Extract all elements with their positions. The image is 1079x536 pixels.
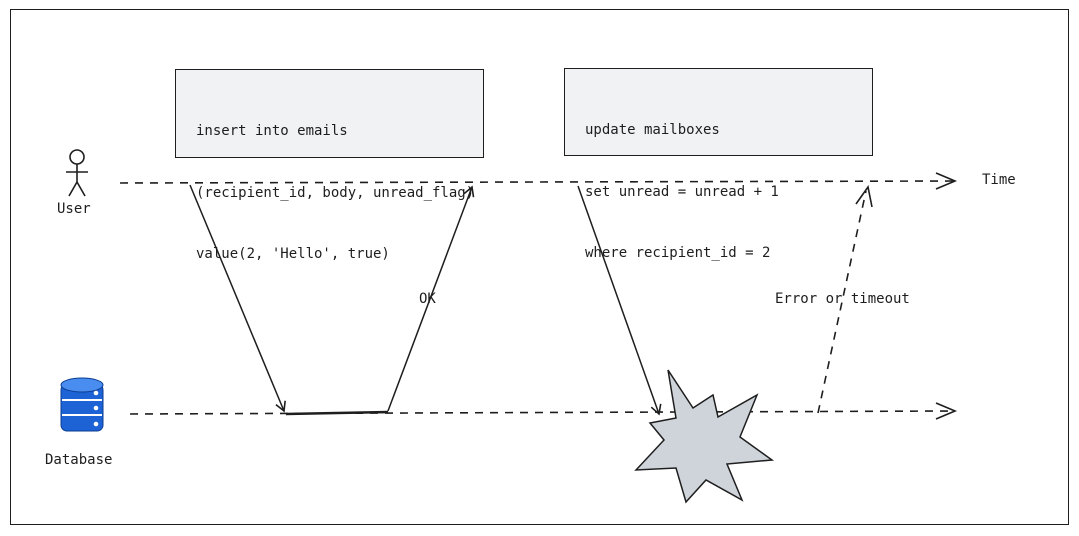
- database-icon: [60, 377, 104, 432]
- diagram-frame: [10, 9, 1069, 525]
- insert-sql-line: (recipient_id, body, unread_flag): [196, 184, 475, 201]
- crash-burst-icon: [634, 369, 775, 504]
- time-axis-label: Time: [982, 172, 1016, 188]
- database-timeline-arrowhead: [935, 402, 958, 420]
- database-timeline: [129, 410, 956, 415]
- insert-sql-line: value(2, 'Hello', true): [196, 246, 390, 262]
- update-sql-box: update mailboxes set unread = unread + 1…: [564, 68, 873, 261]
- user-timeline: [119, 180, 956, 184]
- insert-sql-line: insert into emails: [196, 123, 348, 139]
- user-timeline-arrowhead: [935, 172, 958, 190]
- user-stick-figure-icon: [66, 149, 88, 197]
- update-request-arrow: [577, 185, 662, 416]
- error-timeout-label: Error or timeout: [775, 291, 910, 307]
- update-sql-line: set unread = unread + 1: [585, 183, 779, 200]
- insert-sql-box: insert into emails (recipient_id, body, …: [175, 69, 484, 262]
- error-timeout-arrowhead: [855, 185, 873, 208]
- ok-label: OK: [419, 291, 436, 307]
- processing-bar: [285, 410, 389, 416]
- ok-response-arrow: [387, 185, 475, 412]
- error-timeout-arrow: [817, 190, 867, 414]
- database-label: Database: [45, 452, 113, 468]
- update-sql-line: update mailboxes: [585, 122, 720, 138]
- insert-request-arrow: [189, 184, 286, 413]
- user-label: User: [57, 201, 91, 217]
- update-sql-line: where recipient_id = 2: [585, 245, 771, 261]
